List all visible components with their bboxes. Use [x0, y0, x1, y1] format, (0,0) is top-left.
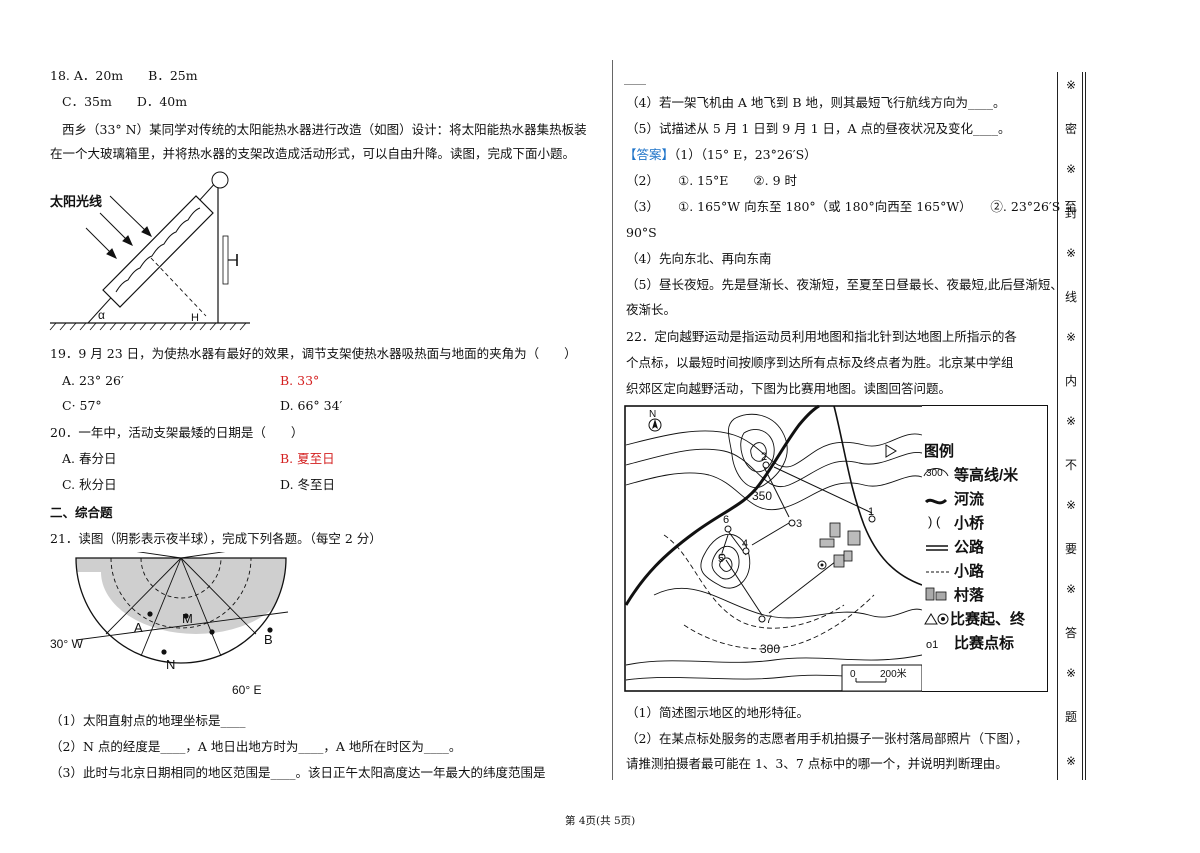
section-title: 二、综合题 — [50, 505, 113, 520]
legend-title: 图例 — [924, 442, 954, 460]
legend-village: 村落 — [954, 586, 985, 604]
seal-char: ※ — [1065, 246, 1077, 260]
seal-char: 线 — [1064, 290, 1077, 304]
h-label: H — [191, 312, 199, 324]
answer-5-cont: 夜渐长。 — [626, 302, 677, 317]
alpha-label: α — [98, 308, 105, 322]
seal-strip: ※ 密 ※ 封 ※ 线 ※ 内 ※ 不 ※ 要 ※ 答 ※ 题 ※ — [1057, 72, 1083, 780]
q20-stem: 20．一年中，活动支架最矮的日期是（ ） — [50, 425, 304, 440]
polar-projection-figure: A M B N 30° W 60° E — [50, 552, 289, 697]
seal-char: 封 — [1064, 206, 1077, 220]
seal-char: 密 — [1064, 122, 1077, 136]
answer-1: （1）（15° E，23°26′S） — [674, 147, 817, 162]
seal-char: 不 — [1064, 458, 1077, 472]
q22-line1: 22．定向越野运动是指运动员利用地图和指北针到达地图上所指示的各 — [626, 329, 1017, 344]
legend-point: 比赛点标 — [954, 634, 1014, 652]
q20-option-c: C. 秋分日 — [62, 477, 117, 492]
seal-char: 内 — [1064, 374, 1077, 388]
seal-char: ※ — [1065, 162, 1077, 176]
scale-200: 200米 — [880, 667, 907, 680]
q19-option-a: A. 23° 26′ — [62, 373, 124, 388]
q21-sub1: （1）太阳直射点的地理坐标是____ — [50, 713, 246, 728]
scale-zero: 0 — [850, 669, 856, 680]
q19-option-d: D. 66° 34′ — [280, 398, 343, 413]
svg-text:) (: ) ( — [928, 514, 941, 529]
q21-sub2: （2）N 点的经度是____，A 地日出地方时为____，A 地所在时区为___… — [50, 739, 462, 754]
q18-line1: 18. A．20m B．25m — [50, 68, 198, 83]
q19-stem: 19．9 月 23 日，为使热水器有最好的效果，调节支架使热水器吸热面与地面的夹… — [50, 346, 577, 361]
answer-2-number: （2） — [626, 173, 659, 188]
q18-line2: C．35m D．40m — [62, 94, 188, 109]
q21-stem: 21．读图（阴影表示夜半球），完成下列各题。（每空 2 分） — [50, 531, 382, 546]
legend-road: 公路 — [954, 538, 985, 556]
legend-river: 河流 — [954, 490, 984, 508]
map-point-6: 6 — [723, 514, 729, 526]
seal-char: ※ — [1065, 582, 1077, 596]
intro-line2: 在一个大玻璃箱里，并将热水器的支架改造成活动形式，可以自由升降。读图，完成下面小… — [50, 146, 576, 161]
q21-sub4: （4）若一架飞机由 A 地飞到 B 地，则其最短飞行航线方向为____。 — [626, 95, 1006, 110]
q19-option-c: C· 57° — [62, 398, 102, 413]
contour-300-label: 300 — [760, 642, 780, 656]
seal-char: 要 — [1064, 542, 1077, 556]
point-b-label: B — [264, 632, 273, 647]
solar-heater-figure: 太阳光线 α H — [49, 171, 250, 331]
q19-option-b: B. 33° — [280, 373, 320, 388]
sun-ray-label: 太阳光线 — [49, 194, 102, 209]
seal-outer-line — [1085, 72, 1086, 780]
svg-text:o1: o1 — [926, 639, 938, 651]
longitude-30w-label: 30° W — [50, 637, 83, 651]
seal-char: ※ — [1065, 666, 1077, 680]
map-legend: 图例 300 等高线/米 河流 ) ( 小桥 公路 小路 村落 比赛起、终 o1… — [922, 405, 1048, 692]
legend-startend: 比赛起、终 — [950, 610, 1026, 628]
q20-option-a: A. 春分日 — [62, 451, 117, 466]
map-point-5: 5 — [718, 553, 724, 565]
q21-sub3: （3）此时与北京日期相同的地区范围是____。该日正午太阳高度达一年最大的纬度范… — [50, 765, 546, 780]
orienteering-map: N 1 2 3 4 5 6 7 350 300 0 200米 — [624, 405, 924, 692]
map-point-4: 4 — [742, 538, 748, 550]
page-footer: 第 4页(共 5页) — [565, 815, 636, 827]
answer-5: （5）昼长夜短。先是昼渐长、夜渐短，至夏至日昼最长、夜最短,此后昼渐短、 — [626, 277, 1063, 292]
answer-2: ①. 15°E ②. 9 时 — [678, 173, 798, 188]
answer-4: （4）先向东北、再向东南 — [626, 251, 772, 266]
q22-line3: 织郊区定向越野活动，下图为比赛用地图。读图回答问题。 — [626, 381, 952, 396]
map-point-1: 1 — [868, 506, 874, 518]
q20-option-d: D. 冬至日 — [280, 477, 336, 492]
answer-3: ①. 165°W 向东至 180°（或 180°向西至 165°W） ②. 23… — [678, 199, 1077, 214]
legend-300: 300 — [926, 468, 943, 479]
answer-line1: 【答案】（1）（15° E，23°26′S） — [624, 146, 817, 164]
seal-char: ※ — [1065, 754, 1077, 768]
contour-350-label: 350 — [752, 489, 772, 503]
seal-char: ※ — [1065, 330, 1077, 344]
point-n-label: N — [166, 657, 175, 672]
q20-option-b: B. 夏至日 — [280, 451, 335, 466]
answer-3-number: （3） — [626, 199, 659, 214]
q22-sub2-line1: （2）在某点标处服务的志愿者用手机拍摄子一张村落局部照片（下图）， — [626, 731, 1028, 746]
seal-char: ※ — [1065, 498, 1077, 512]
seal-char: ※ — [1065, 78, 1077, 92]
longitude-60e-label: 60° E — [232, 683, 261, 697]
seal-char: 答 — [1064, 626, 1077, 640]
right-dash: ____ — [624, 72, 646, 85]
q21-sub5: （5）试描述从 5 月 1 日到 9 月 1 日，A 点的昼夜状况及变化____… — [626, 121, 1011, 136]
north-label: N — [649, 409, 656, 420]
legend-path: 小路 — [954, 562, 985, 580]
legend-bridge: 小桥 — [954, 514, 985, 532]
answer-tag: 【答案】 — [624, 147, 675, 162]
seal-char: ※ — [1065, 414, 1077, 428]
point-m-label: M — [182, 611, 193, 626]
intro-line1: 西乡（33° N）某同学对传统的太阳能热水器进行改造（如图）设计：将太阳能热水器… — [62, 122, 587, 137]
column-divider — [612, 60, 613, 780]
q22-sub2-line2: 请推测拍摄者最可能在 1、3、7 点标中的哪一个，并说明判断理由。 — [626, 756, 1008, 771]
seal-char: 题 — [1064, 710, 1077, 724]
q22-line2: 个点标，以最短时间按顺序到达所有点标及终点者为胜。北京某中学组 — [626, 355, 1014, 370]
map-point-2: 2 — [761, 451, 767, 463]
answer-3-cont: 90°S — [626, 225, 657, 240]
map-point-3: 3 — [796, 518, 802, 530]
q22-sub1: （1）简述图示地区的地形特征。 — [626, 705, 809, 720]
legend-contour: 等高线/米 — [954, 466, 1019, 484]
map-point-7: 7 — [766, 614, 772, 626]
point-a-label: A — [134, 620, 143, 635]
